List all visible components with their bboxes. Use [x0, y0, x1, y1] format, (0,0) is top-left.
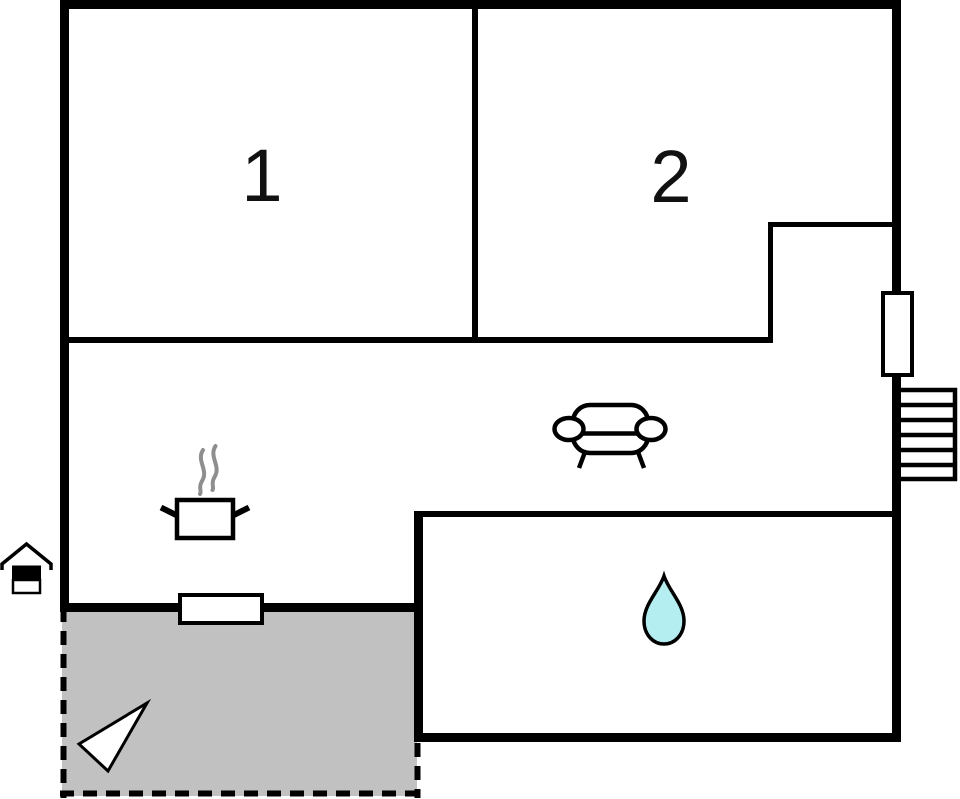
wall-bottom	[414, 733, 901, 742]
steam-wave	[210, 444, 219, 492]
wall-left	[60, 0, 69, 612]
house-roof	[0, 541, 53, 570]
cooking-pot-icon	[159, 497, 251, 541]
sofa-leg-left	[576, 451, 588, 469]
wall-top	[60, 0, 901, 9]
stairs-icon	[900, 387, 958, 482]
room-1-label: 1	[241, 134, 282, 217]
water-drop-icon	[642, 570, 686, 646]
direction-triangle-icon	[76, 698, 152, 774]
wall-bathroom-west	[414, 511, 423, 742]
sofa-armrest-left	[552, 415, 586, 443]
pot-body	[174, 497, 236, 541]
wall-bedroom-divider	[472, 0, 478, 343]
sofa-leg-right	[635, 451, 647, 469]
wall-bedrooms-south	[62, 337, 773, 343]
house-body-upper	[12, 565, 41, 580]
sofa-icon	[552, 402, 668, 469]
steam-icon	[198, 444, 219, 496]
room-2-label: 2	[650, 135, 691, 218]
terrace-area	[60, 607, 421, 798]
sofa-armrest-right	[634, 415, 668, 443]
house-body-lower	[11, 578, 42, 595]
window-icon	[881, 291, 914, 377]
wall-hall-step-vertical	[768, 222, 773, 343]
wall-hall-step-horizontal	[768, 222, 894, 227]
terrace-floor	[62, 607, 417, 796]
door-icon	[178, 593, 264, 625]
house-entrance-icon	[0, 541, 53, 595]
wall-bathroom-north	[414, 511, 894, 517]
steam-wave	[198, 448, 207, 496]
